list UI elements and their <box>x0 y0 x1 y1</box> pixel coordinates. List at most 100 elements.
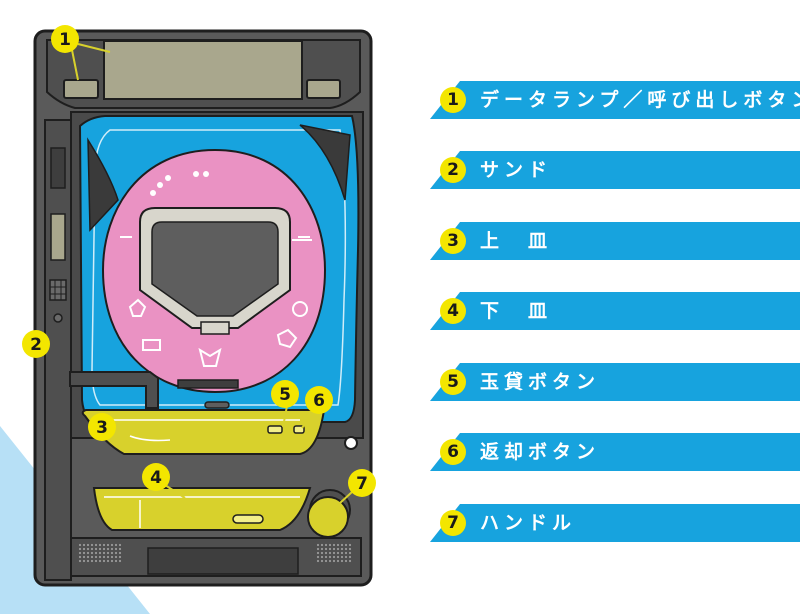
leader-line <box>71 49 79 81</box>
leader-line <box>282 405 288 428</box>
callout-6: 6 <box>305 386 333 414</box>
speaker-dot <box>110 559 114 563</box>
speaker-dot <box>324 543 328 547</box>
speaker-dot <box>94 555 98 559</box>
speaker-dot <box>106 559 110 563</box>
speaker-dot <box>340 547 344 551</box>
ring-decoration <box>292 301 308 317</box>
legend-label: 上 皿 <box>480 230 553 252</box>
speaker-dot <box>102 559 106 563</box>
speaker-dot <box>90 551 94 555</box>
legend-band <box>430 504 800 542</box>
legend-band <box>430 81 800 119</box>
speaker-dot <box>118 555 122 559</box>
speaker-dot <box>324 559 328 563</box>
handle <box>307 496 349 538</box>
speaker-dot <box>86 547 90 551</box>
leader-line <box>107 435 139 445</box>
ring-decoration <box>142 339 222 367</box>
speaker-left <box>78 543 122 563</box>
legend-item-6: 6 返却ボタン <box>430 433 800 471</box>
speaker-dot <box>320 547 324 551</box>
speaker-dot <box>106 543 110 547</box>
speaker-dot <box>336 547 340 551</box>
speaker-dot <box>94 543 98 547</box>
legend-item-7: 7 ハンドル <box>430 504 800 542</box>
lamp <box>193 171 199 177</box>
speaker-dot <box>78 555 82 559</box>
legend-band <box>430 292 800 330</box>
speaker-dot <box>86 559 90 563</box>
speaker-dot <box>320 559 324 563</box>
rail-dark-right <box>299 124 351 201</box>
speaker-dot <box>340 543 344 547</box>
speaker-dot <box>98 551 102 555</box>
speaker-dot <box>316 547 320 551</box>
speaker-dot <box>340 551 344 555</box>
ring-decoration <box>120 236 312 241</box>
speaker-dot <box>320 551 324 555</box>
legend-number: 6 <box>440 439 466 465</box>
legend-label: ハンドル <box>480 512 577 534</box>
legend-number: 7 <box>440 510 466 536</box>
speaker-dot <box>348 543 352 547</box>
leader-line <box>77 43 111 53</box>
lower-tray-lever <box>232 514 264 524</box>
speaker-dot <box>328 547 332 551</box>
legend-label: 下 皿 <box>480 300 553 322</box>
svg-text:7: 7 <box>356 474 368 494</box>
legend-number: 4 <box>440 298 466 324</box>
speaker-dot <box>78 559 82 563</box>
lamp <box>203 171 209 177</box>
speaker-dot <box>118 543 122 547</box>
ball-lending-button <box>267 425 283 434</box>
speaker-dot <box>340 555 344 559</box>
leader-line <box>339 491 353 504</box>
speaker-dot <box>324 547 328 551</box>
speaker-dot <box>106 547 110 551</box>
upper-tray-inner <box>110 419 300 442</box>
speaker-dot <box>98 547 102 551</box>
speaker-dot <box>118 559 122 563</box>
speaker-dot <box>344 547 348 551</box>
ring-decoration <box>276 328 298 349</box>
pachinko-machine-diagram: 1 2 3 4 5 6 7 <box>22 25 376 587</box>
speaker-dot <box>110 555 114 559</box>
speaker-dot <box>94 551 98 555</box>
speaker-dot <box>344 551 348 555</box>
legend-band <box>430 363 800 401</box>
speaker-dot <box>98 555 102 559</box>
callout-7: 7 <box>348 469 376 497</box>
lower-tray-inner <box>104 496 300 528</box>
svg-text:5: 5 <box>279 385 291 405</box>
speaker-dot <box>336 559 340 563</box>
svg-text:2: 2 <box>30 335 42 355</box>
speaker-dot <box>332 555 336 559</box>
speaker-dot <box>82 543 86 547</box>
leader-line <box>164 484 186 499</box>
speaker-dot <box>102 547 106 551</box>
legend-label: 返却ボタン <box>480 441 601 463</box>
speaker-dot <box>316 543 320 547</box>
speaker-dot <box>320 555 324 559</box>
lamp <box>157 182 163 188</box>
speaker-dot <box>86 551 90 555</box>
speaker-dot <box>82 559 86 563</box>
sand-button <box>53 313 63 323</box>
speaker-dot <box>82 547 86 551</box>
start-chucker <box>200 321 230 335</box>
speaker-dot <box>82 551 86 555</box>
legend-item-1: 1 データランプ／呼び出しボタン <box>430 81 800 119</box>
speaker-dot <box>348 555 352 559</box>
speaker-dot <box>344 543 348 547</box>
svg-text:4: 4 <box>150 468 162 488</box>
callout-3: 3 <box>88 413 116 441</box>
legend-item-3: 3 上 皿 <box>430 222 800 260</box>
legend-label: データランプ／呼び出しボタン <box>480 89 800 111</box>
call-button-left <box>63 79 99 99</box>
speaker-dot <box>110 543 114 547</box>
rail-dark-left <box>87 137 119 232</box>
speaker-dot <box>328 555 332 559</box>
speaker-dot <box>114 555 118 559</box>
legend-band <box>430 222 800 260</box>
